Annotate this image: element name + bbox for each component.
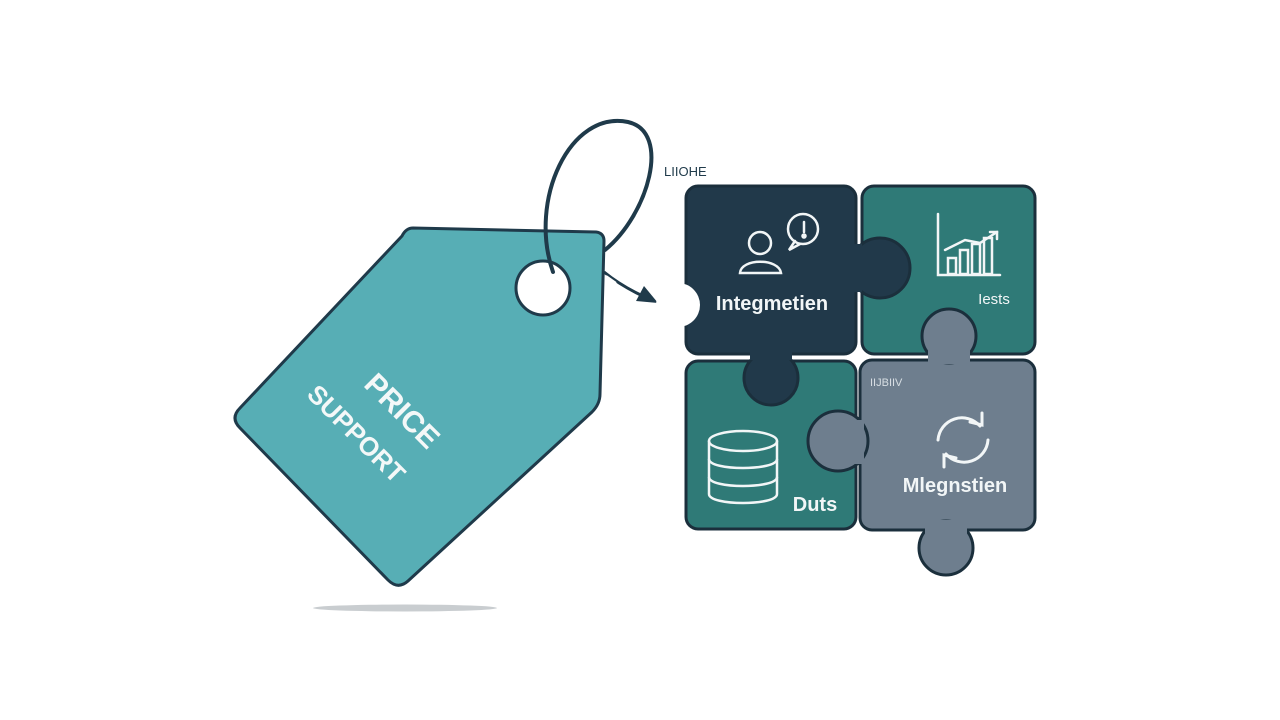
arrow-head-icon xyxy=(636,286,658,303)
users-chat-icon xyxy=(738,212,820,275)
puzzle-label-integration: Integmetien xyxy=(716,293,828,315)
puzzle-caption-migration: IIJBIIV xyxy=(870,377,903,389)
connector-caption: LIIOHE xyxy=(664,164,707,179)
database-icon xyxy=(707,429,779,505)
bar-chart-icon xyxy=(936,212,1002,277)
puzzle-label-migration: Mlegnstien xyxy=(903,475,1007,497)
tag-shadow xyxy=(313,604,497,612)
puzzle-block: Integmetien Iests Duts Mlegnstien IIJBII… xyxy=(656,184,1037,577)
tag-body xyxy=(233,226,606,587)
tag-hole xyxy=(514,259,572,317)
puzzle-piece-migration xyxy=(806,307,1037,577)
connector-arrow xyxy=(603,270,658,303)
tag-string xyxy=(543,118,654,274)
price-tag: PRICE SUPPORT xyxy=(233,118,654,587)
puzzle-label-tests: Iests xyxy=(978,291,1010,308)
puzzle-piece-integration xyxy=(656,184,912,407)
puzzle-label-data: Duts xyxy=(793,494,837,516)
refresh-icon xyxy=(936,411,990,469)
